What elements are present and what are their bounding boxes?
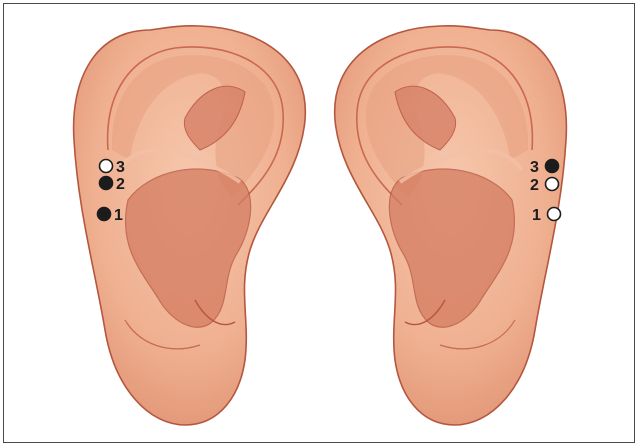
left-ear: 3 2 1 (74, 26, 306, 425)
left-point-2-marker (100, 177, 113, 190)
left-point-1-marker (98, 208, 111, 221)
right-point-2-marker (546, 178, 559, 191)
right-point-3-label: 3 (530, 159, 539, 176)
right-point-1-marker (548, 208, 561, 221)
left-point-2-label: 2 (116, 176, 125, 193)
left-point-3-marker (100, 160, 113, 173)
right-ear (335, 26, 567, 425)
right-point-2-label: 2 (530, 177, 539, 194)
left-point-1-label: 1 (114, 207, 123, 224)
left-point-3-label: 3 (116, 159, 125, 176)
right-point-1-label: 1 (532, 207, 541, 224)
right-point-3-marker (546, 160, 559, 173)
